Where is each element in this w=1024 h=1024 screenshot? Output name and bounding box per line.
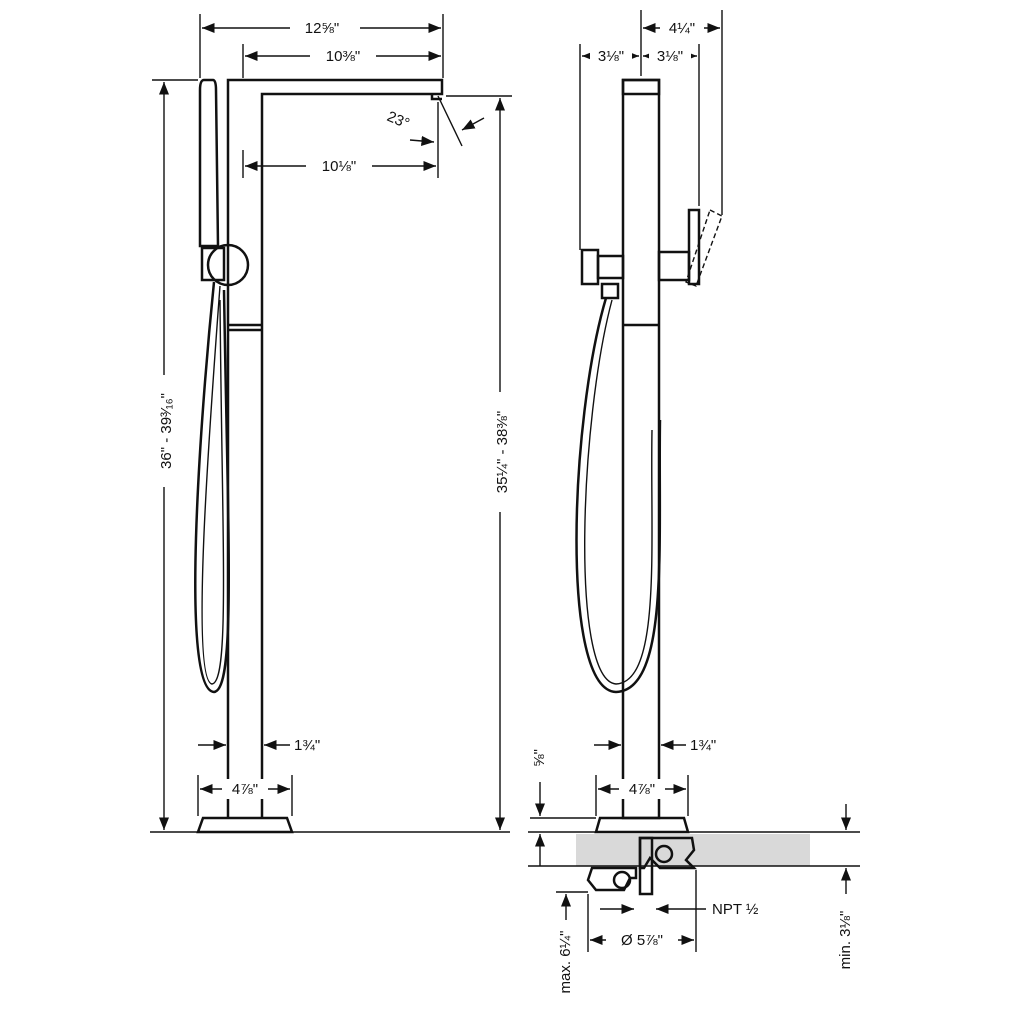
dim-left-base-width: 4⅞" bbox=[232, 781, 258, 798]
left-hand-shower bbox=[198, 78, 220, 248]
right-column-cap bbox=[621, 78, 661, 96]
rough-in-riser bbox=[638, 836, 654, 896]
right-hose-inner bbox=[584, 299, 653, 685]
dim-total-height: 36" - 39³⁄₁₆" bbox=[158, 393, 175, 469]
dim-left-offset: 3⅛" bbox=[598, 48, 624, 65]
right-faucet-view: 4¼" 3⅛" 3⅛" 1¾" 4⅞" ⅝" min. 3⅛" max. 6¼" bbox=[528, 10, 860, 993]
right-column bbox=[621, 78, 661, 820]
left-hose-inner bbox=[201, 285, 225, 685]
left-shower-holder bbox=[206, 243, 250, 287]
left-faucet-view: 12⅝" 10⅜" 10⅛" 23° 36" - 39³⁄₁₆" 35¼" - … bbox=[150, 14, 512, 834]
right-handle-rotated bbox=[685, 209, 723, 287]
dim-spout-projection: 10⅛" bbox=[322, 158, 357, 175]
dim-npt-thread: NPT ½ bbox=[712, 901, 759, 918]
rough-in-body-left bbox=[586, 866, 638, 892]
dim-min-depth: min. 3⅛" bbox=[837, 911, 854, 970]
dim-handle-offset: 4¼" bbox=[669, 20, 695, 37]
dim-spout-angle: 23° bbox=[384, 108, 412, 133]
dim-right-base-width: 4⅞" bbox=[629, 781, 655, 798]
dim-left-column-width: 1¾" bbox=[294, 737, 320, 754]
dim-base-thickness: ⅝" bbox=[531, 749, 548, 767]
left-hose-outer bbox=[194, 281, 231, 694]
right-base-plate bbox=[594, 816, 690, 834]
dim-spout-length: 10⅜" bbox=[326, 48, 361, 65]
dim-right-offset: 3⅛" bbox=[657, 48, 683, 65]
rough-in-body-upper bbox=[638, 836, 698, 870]
left-base-plate bbox=[196, 816, 294, 834]
right-outlet-knob bbox=[580, 248, 600, 286]
angle-ray bbox=[437, 95, 463, 147]
dim-overall-reach: 12⅝" bbox=[305, 20, 340, 37]
dim-max-depth: max. 6¼" bbox=[557, 931, 574, 994]
dim-flange-diameter: Ø 5⅞" bbox=[621, 932, 663, 949]
right-handle bbox=[687, 208, 701, 286]
right-valve-body bbox=[657, 250, 691, 282]
dim-right-column-width: 1¾" bbox=[690, 737, 716, 754]
right-hose-outer bbox=[575, 297, 662, 694]
dim-spout-height: 35¼" - 38⅜" bbox=[494, 411, 511, 493]
left-column-spout bbox=[226, 78, 444, 818]
